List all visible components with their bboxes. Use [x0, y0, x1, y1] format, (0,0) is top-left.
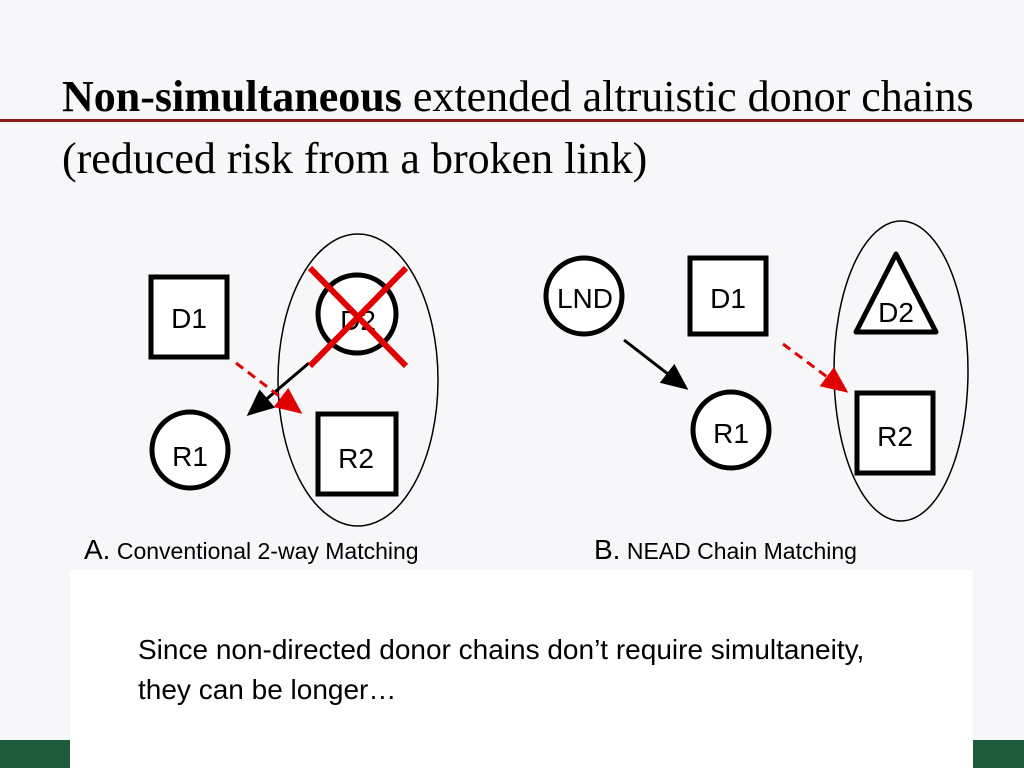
title-bold-part: Non-simultaneous	[62, 72, 402, 121]
title-rest: extended altruistic donor chains (reduce…	[62, 72, 974, 183]
node-b-lnd: LND	[543, 255, 625, 337]
node-b-d2: D2	[853, 251, 939, 335]
node-a-r2-label: R2	[338, 443, 374, 474]
note-box: Since non-directed donor chains don’t re…	[70, 570, 973, 768]
caption-a: A. Conventional 2-way Matching	[84, 534, 419, 566]
caption-a-text: Conventional 2-way Matching	[110, 538, 419, 564]
diagram-b: LND D1 D2 R1 R2	[543, 220, 969, 522]
title-rule	[0, 119, 1024, 122]
slide-title: Non-simultaneous extended altruistic don…	[62, 66, 1002, 190]
dashed-arrow-d1-to-r2	[235, 361, 303, 414]
note-text: Since non-directed donor chains don’t re…	[138, 634, 865, 705]
footer-bar-left	[0, 740, 70, 768]
arrow-lnd-to-r1	[623, 338, 689, 390]
node-b-d1-label: D1	[710, 283, 746, 314]
node-b-r1-label: R1	[713, 418, 749, 449]
node-b-d2-label: D2	[878, 297, 914, 328]
pair-group-ellipse-a	[277, 233, 439, 527]
node-b-lnd-label: LND	[557, 283, 613, 314]
cross-icon-stroke-2	[307, 265, 409, 369]
caption-b: B. NEAD Chain Matching	[594, 534, 857, 566]
node-a-d1-label: D1	[171, 303, 207, 334]
footer-bar-right	[973, 740, 1024, 768]
node-a-d1: D1	[148, 274, 230, 360]
node-a-r1: R1	[149, 409, 231, 491]
caption-a-letter: A.	[84, 534, 111, 565]
node-a-r1-label: R1	[172, 441, 208, 472]
diagram-a: D1 D2 R1 R2	[148, 233, 439, 527]
dashed-arrow-d1-to-r2	[782, 342, 849, 393]
node-b-r1: R1	[690, 389, 772, 471]
caption-b-text: NEAD Chain Matching	[620, 538, 857, 564]
node-b-r2-label: R2	[877, 421, 913, 452]
node-a-r2: R2	[315, 411, 399, 497]
node-b-r2: R2	[854, 390, 936, 476]
caption-b-letter: B.	[594, 534, 621, 565]
node-b-d1: D1	[687, 255, 769, 337]
